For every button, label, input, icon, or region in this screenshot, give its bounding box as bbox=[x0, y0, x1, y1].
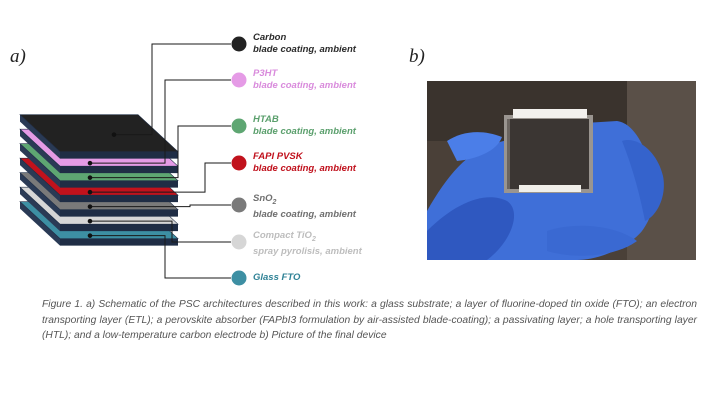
connector-dot bbox=[111, 132, 117, 137]
layer-process: blade coating, ambient bbox=[253, 163, 356, 174]
connector-line bbox=[114, 43, 231, 136]
connector-line bbox=[90, 235, 231, 279]
layer-name: SnO2 bbox=[253, 193, 277, 206]
layer-carbon bbox=[19, 114, 179, 159]
legend-marker bbox=[231, 197, 247, 213]
figure-caption: Figure 1. a) Schematic of the PSC archit… bbox=[42, 299, 697, 341]
layer-name: Glass FTO bbox=[253, 272, 301, 283]
legend-marker bbox=[231, 72, 247, 88]
connector-dot bbox=[87, 189, 93, 195]
layer-name: Compact TiO2 bbox=[253, 230, 316, 243]
device-photo bbox=[427, 81, 696, 260]
legend-marker bbox=[231, 270, 247, 286]
legend-marker bbox=[231, 234, 247, 250]
legend-label: Glass FTO bbox=[253, 272, 300, 284]
connector-dot bbox=[87, 233, 93, 238]
layer-process: blade coating, ambient bbox=[253, 80, 356, 91]
layer-name: FAPI PVSK bbox=[253, 151, 303, 162]
legend-marker bbox=[231, 36, 247, 52]
layer-process: blade coating, ambient bbox=[253, 44, 356, 55]
connector-dot bbox=[87, 175, 93, 180]
connector-line bbox=[90, 220, 231, 243]
layer-name: HTAB bbox=[253, 114, 279, 125]
layer-name: Carbon bbox=[253, 32, 287, 43]
connector-dot bbox=[87, 160, 93, 166]
legend-label: SnO2 blade coating, ambient bbox=[253, 193, 356, 221]
legend-label: Compact TiO2 spray pyrolisis, ambient bbox=[253, 230, 362, 258]
connector-line bbox=[90, 162, 231, 193]
connector-dot bbox=[87, 218, 93, 224]
connector-line bbox=[90, 204, 231, 208]
panel-b-label: b) bbox=[409, 46, 425, 67]
panel-a-label: a) bbox=[10, 46, 26, 67]
legend-marker bbox=[231, 155, 247, 171]
legend-marker bbox=[231, 118, 247, 134]
connector-line bbox=[90, 79, 231, 164]
connector-line bbox=[90, 125, 231, 179]
layer-process: spray pyrolisis, ambient bbox=[253, 245, 362, 257]
layer-process: blade coating, ambient bbox=[253, 126, 356, 137]
layer-name: P3HT bbox=[253, 68, 278, 79]
layer-process: blade coating, ambient bbox=[253, 208, 356, 220]
connector-dot bbox=[87, 204, 93, 209]
